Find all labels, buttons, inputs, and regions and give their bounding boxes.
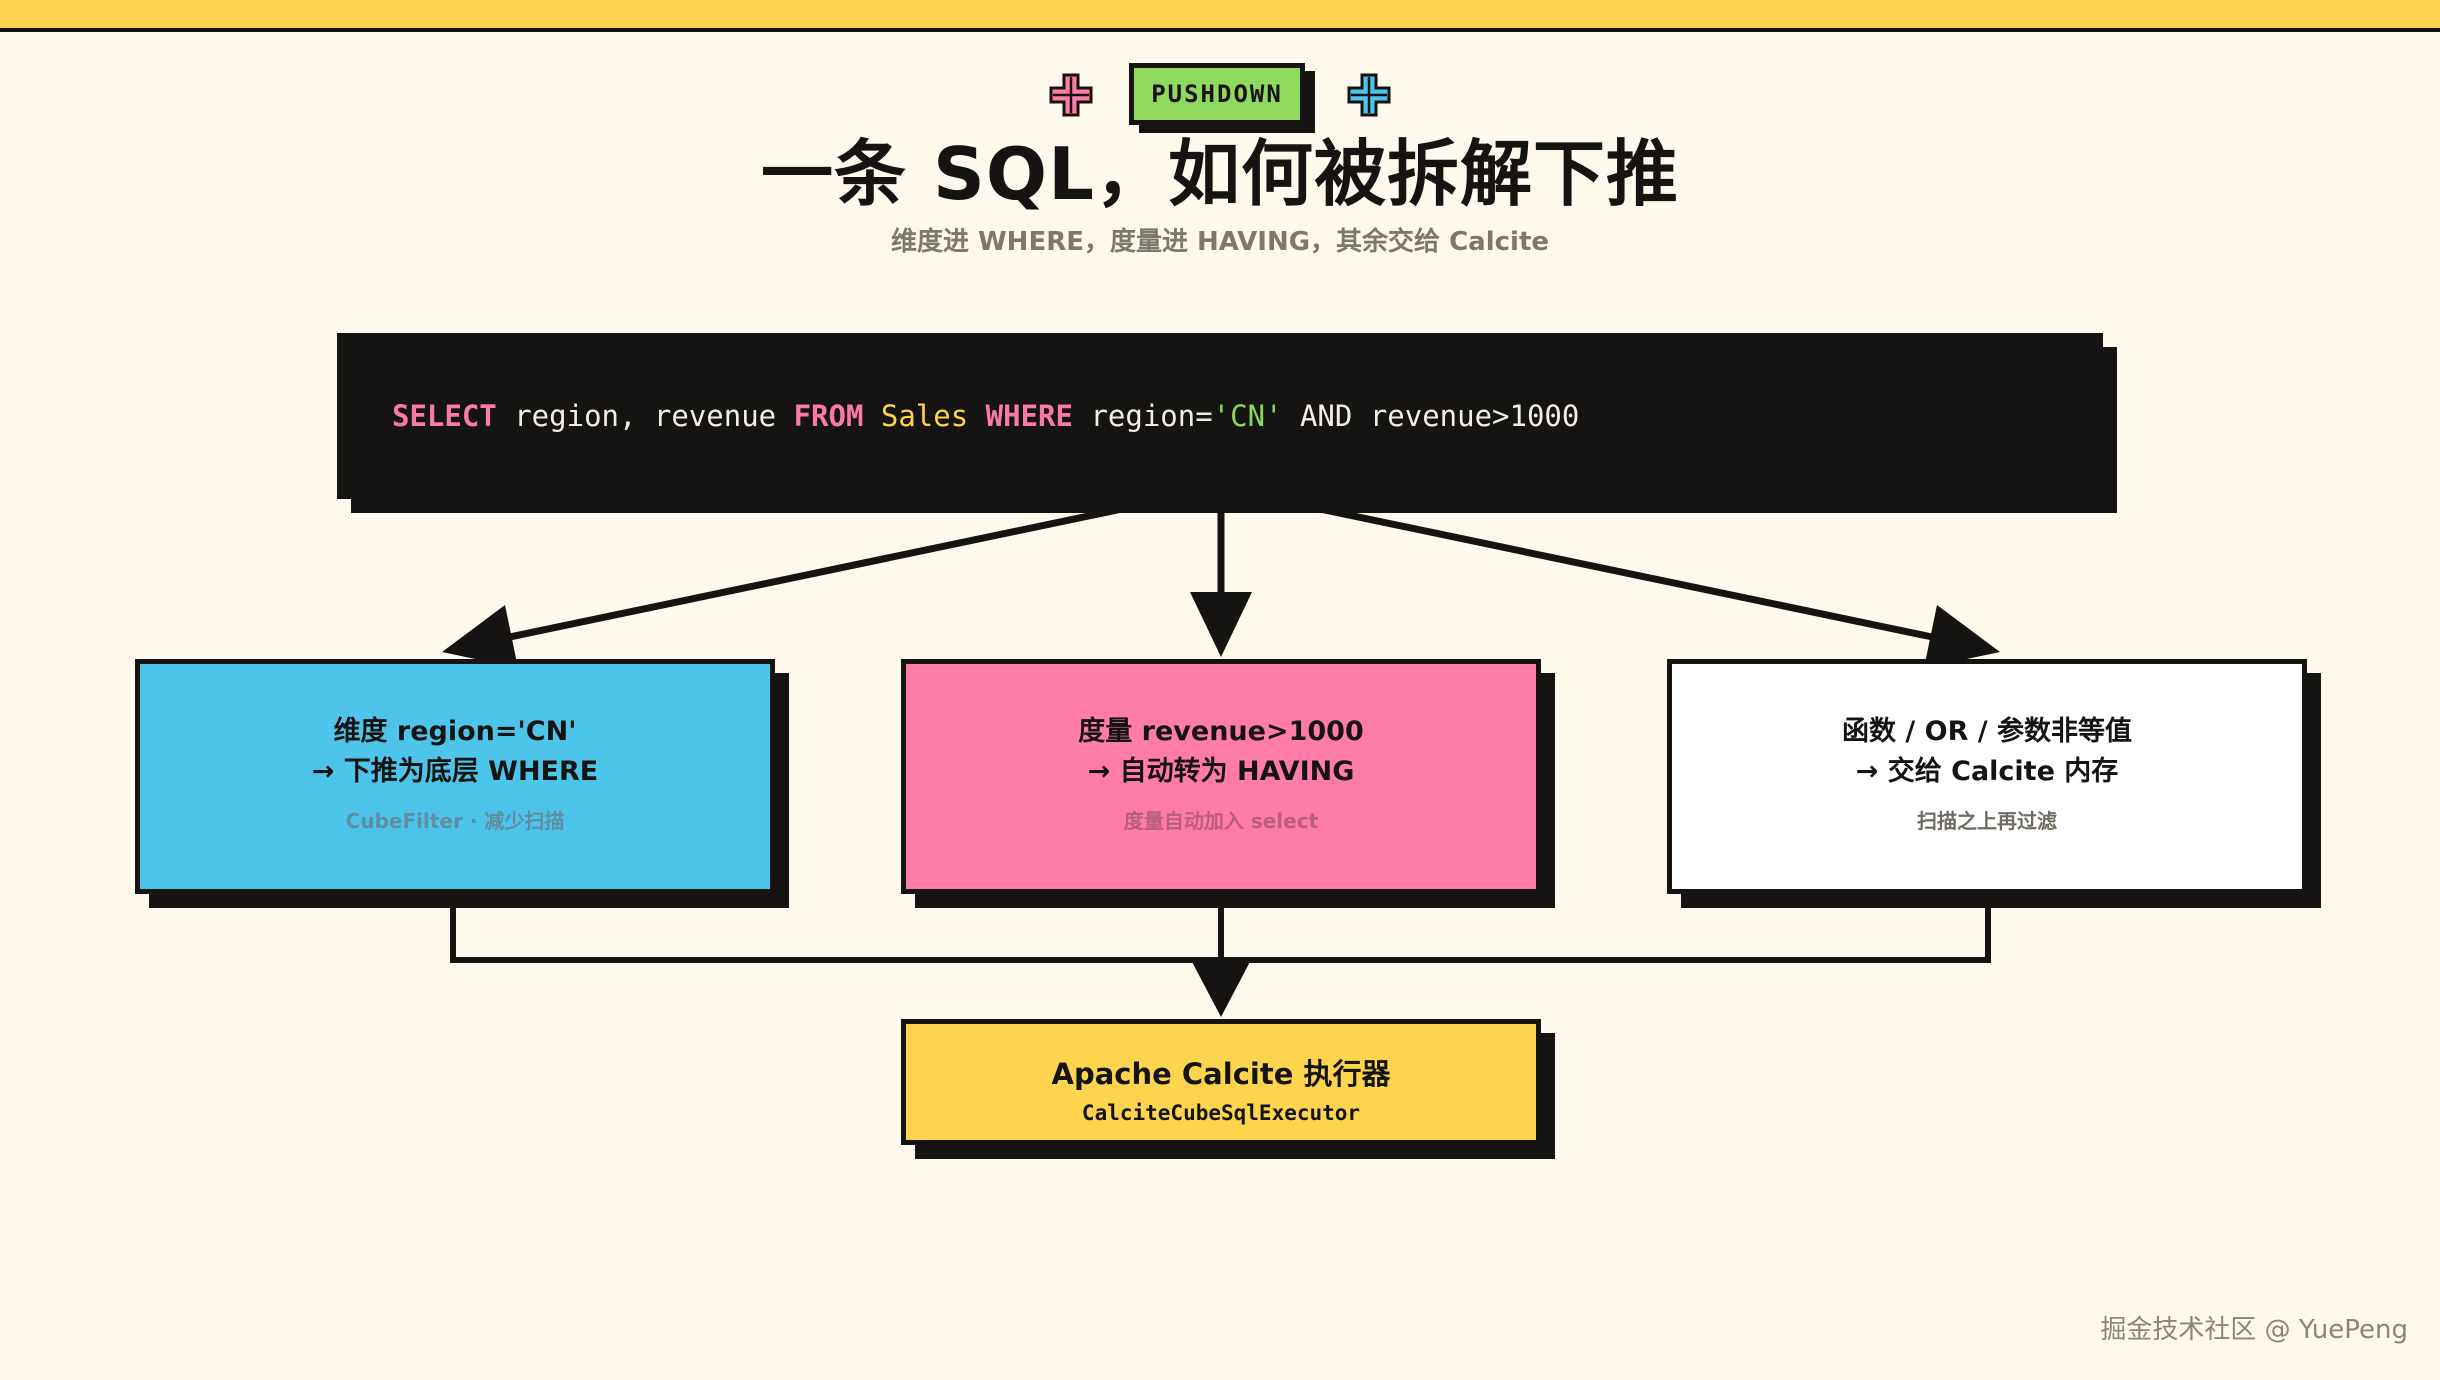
page-title: 一条 SQL，如何被拆解下推: [760, 132, 1679, 216]
plus-blue-icon: [1347, 73, 1391, 117]
sql-token-kw: SELECT: [392, 399, 497, 433]
sql-token-tbl: Sales: [880, 399, 969, 433]
sql-code-block: SELECT region, revenue FROM Sales WHERE …: [337, 333, 2103, 499]
plus-pink-icon: [1049, 73, 1093, 117]
executor-class-name: CalciteCubeSqlExecutor: [1081, 1101, 1361, 1125]
measure-box-action: → 自动转为 HAVING: [1087, 756, 1355, 787]
dimension-pushdown-box: 维度 region='CN' → 下推为底层 WHERE CubeFilter …: [135, 659, 775, 894]
arrow-down-icon: [442, 605, 518, 668]
dimension-box-note: CubeFilter · 减少扫描: [345, 809, 565, 833]
sql-token-str: 'CN': [1212, 399, 1283, 433]
merge-lines: [450, 904, 1991, 963]
measure-box-title: 度量 revenue>1000: [1078, 716, 1364, 747]
function-box-title: 函数 / OR / 参数非等值: [1841, 716, 2133, 747]
function-fallback-box: 函数 / OR / 参数非等值 → 交给 Calcite 内存 扫描之上再过滤: [1667, 659, 2307, 894]
function-box-note: 扫描之上再过滤: [1917, 809, 2057, 833]
watermark: 掘金技术社区 @ YuePeng: [2100, 1315, 2408, 1345]
arrow-down-icon: [1924, 605, 2000, 668]
pushdown-badge: PUSHDOWN: [1129, 63, 1305, 125]
calcite-executor-box: Apache Calcite 执行器 CalciteCubeSqlExecuto…: [901, 1019, 1541, 1145]
arrow-sql-to-function: [1276, 496, 1938, 642]
arrow-sql-to-dimension: [504, 496, 1166, 642]
sql-token-plain: region=: [1072, 399, 1213, 433]
dimension-box-action: → 下推为底层 WHERE: [311, 756, 599, 787]
function-box-action: → 交给 Calcite 内存: [1855, 756, 2119, 787]
measure-box-note: 度量自动加入 select: [1123, 809, 1319, 833]
measure-pushdown-box: 度量 revenue>1000 → 自动转为 HAVING 度量自动加入 sel…: [901, 659, 1541, 894]
arrow-down-icon: [1190, 592, 1252, 657]
arrow-down-icon: [1190, 958, 1252, 1017]
executor-box-title: Apache Calcite 执行器: [1051, 1057, 1391, 1091]
dimension-box-title: 维度 region='CN': [333, 716, 577, 747]
page-subtitle: 维度进 WHERE，度量进 HAVING，其余交给 Calcite: [890, 227, 1550, 257]
sql-token-kw: WHERE: [985, 399, 1073, 433]
sql-token-plain: AND revenue>1000: [1282, 399, 1580, 433]
sql-token-kw: FROM: [793, 399, 864, 433]
top-accent-bar: [0, 0, 2440, 32]
sql-token-plain: region, revenue: [496, 399, 794, 433]
